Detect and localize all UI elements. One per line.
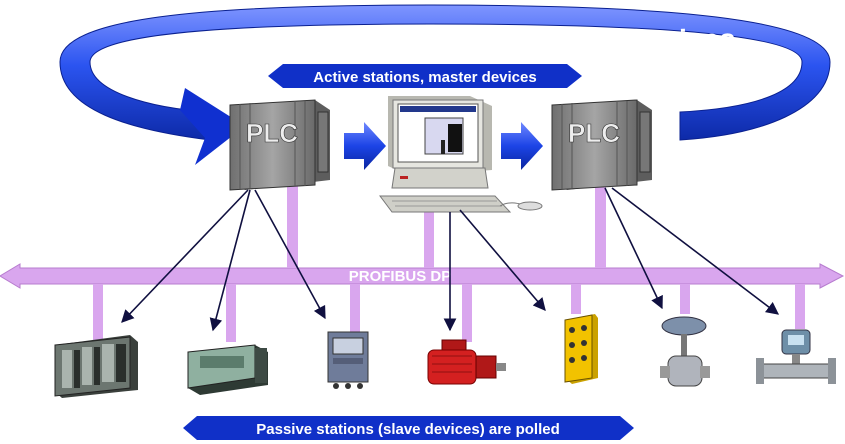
ring-title: Logical token ring between master device… (144, 24, 736, 66)
token-arrow-2 (501, 122, 543, 170)
poll-arrows (121, 187, 780, 332)
poll-arrow (254, 189, 326, 320)
plc-left-text: PLC (246, 118, 298, 148)
plc-right-text: PLC (568, 118, 620, 148)
slave-banner: Passive stations (slave devices) are pol… (183, 416, 634, 440)
plc-right-icon: PLC (551, 99, 652, 191)
slave-drops (93, 284, 805, 342)
yellow-io-box-icon (564, 314, 598, 384)
bus-label: PROFIBUS DP (349, 268, 452, 285)
pc-workstation-icon (379, 96, 543, 213)
poll-arrow (209, 189, 251, 332)
master-banner: Active stations, master devices (268, 64, 582, 88)
plc-left-icon: PLC (229, 99, 330, 191)
poll-arrow (611, 187, 780, 315)
drive-motor-icon (427, 339, 506, 385)
poll-arrow (121, 189, 249, 323)
ring-band (59, 4, 831, 141)
master-banner-label: Active stations, master devices (313, 69, 536, 86)
master-drops (287, 185, 606, 268)
io-module-icon (187, 344, 268, 395)
slave-banner-label: Passive stations (slave devices) are pol… (256, 421, 560, 438)
analyzer-icon (327, 331, 369, 389)
poll-arrow (459, 209, 546, 311)
profibus-bus: PROFIBUS DP (0, 263, 845, 289)
poll-arrow (604, 187, 663, 310)
token-arrow-1 (344, 122, 386, 170)
flowmeter-icon (756, 329, 836, 384)
control-valve-icon (660, 316, 710, 387)
s7-rack-icon (54, 335, 138, 398)
ring-arrowhead (180, 88, 245, 165)
